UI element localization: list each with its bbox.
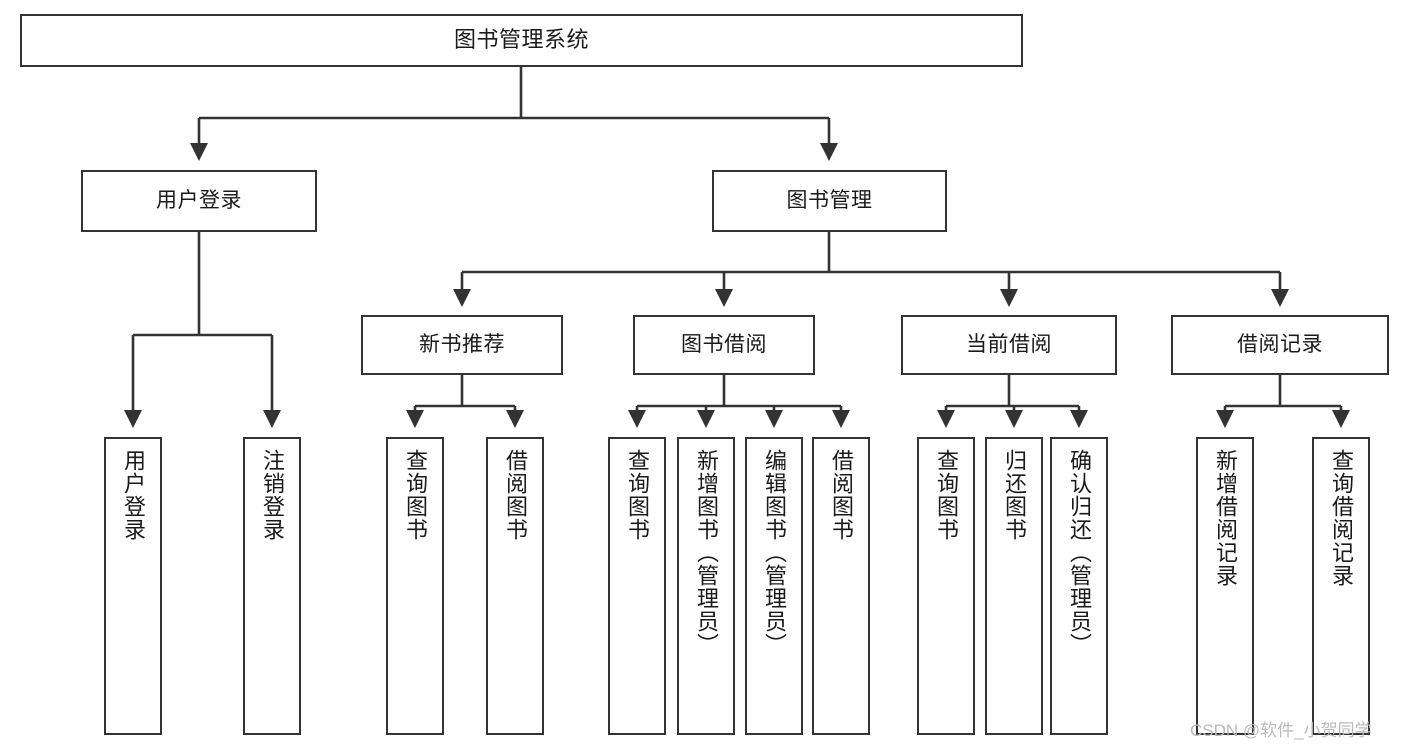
node-leaf-borrow-book[interactable]: 借阅图书 bbox=[812, 437, 870, 735]
node-leaf-add-book-label: 新增图书（管理员） bbox=[693, 449, 719, 656]
node-new-book-recommend-label: 新书推荐 bbox=[419, 333, 505, 357]
node-book-borrow-label: 图书借阅 bbox=[681, 333, 767, 357]
node-leaf-edit-book-label: 编辑图书（管理员） bbox=[761, 449, 787, 656]
node-leaf-borrow-book-recommend-label: 借阅图书 bbox=[502, 449, 528, 541]
node-user-login[interactable]: 用户登录 bbox=[81, 170, 317, 232]
node-leaf-query-book-recommend-label: 查询图书 bbox=[402, 449, 428, 541]
node-leaf-user-login[interactable]: 用户登录 bbox=[104, 437, 162, 735]
node-book-manage-label: 图书管理 bbox=[786, 189, 873, 213]
node-user-login-label: 用户登录 bbox=[156, 189, 242, 213]
node-leaf-borrow-book-label: 借阅图书 bbox=[828, 449, 854, 541]
node-leaf-edit-book[interactable]: 编辑图书（管理员） bbox=[745, 437, 803, 735]
csdn-watermark: CSDN @软件_小贺同学 bbox=[1190, 721, 1372, 740]
node-leaf-query-book-current-label: 查询图书 bbox=[933, 449, 959, 541]
node-leaf-logout-label: 注销登录 bbox=[259, 449, 285, 541]
node-leaf-query-book-borrow-label: 查询图书 bbox=[624, 449, 650, 541]
node-leaf-return-book[interactable]: 归还图书 bbox=[985, 437, 1043, 735]
node-book-borrow[interactable]: 图书借阅 bbox=[633, 315, 815, 375]
node-leaf-logout[interactable]: 注销登录 bbox=[243, 437, 301, 735]
node-leaf-return-book-label: 归还图书 bbox=[1001, 449, 1027, 541]
node-current-borrow[interactable]: 当前借阅 bbox=[901, 315, 1117, 375]
node-root-label: 图书管理系统 bbox=[453, 27, 589, 53]
node-leaf-borrow-book-recommend[interactable]: 借阅图书 bbox=[486, 437, 544, 735]
node-leaf-add-borrow-record-label: 新增借阅记录 bbox=[1212, 449, 1238, 587]
node-leaf-user-login-label: 用户登录 bbox=[120, 449, 146, 541]
node-leaf-add-borrow-record[interactable]: 新增借阅记录 bbox=[1196, 437, 1254, 735]
node-leaf-query-book-recommend[interactable]: 查询图书 bbox=[386, 437, 444, 735]
node-current-borrow-label: 当前借阅 bbox=[966, 333, 1052, 357]
node-borrow-record-label: 借阅记录 bbox=[1237, 333, 1323, 357]
node-leaf-add-book[interactable]: 新增图书（管理员） bbox=[677, 437, 735, 735]
node-root[interactable]: 图书管理系统 bbox=[20, 14, 1023, 67]
node-book-manage[interactable]: 图书管理 bbox=[712, 170, 947, 232]
node-leaf-confirm-return[interactable]: 确认归还（管理员） bbox=[1050, 437, 1108, 735]
node-leaf-query-book-current[interactable]: 查询图书 bbox=[917, 437, 975, 735]
node-leaf-query-borrow-record-label: 查询借阅记录 bbox=[1328, 449, 1354, 587]
node-leaf-query-borrow-record[interactable]: 查询借阅记录 bbox=[1312, 437, 1370, 735]
node-borrow-record[interactable]: 借阅记录 bbox=[1171, 315, 1389, 375]
node-new-book-recommend[interactable]: 新书推荐 bbox=[361, 315, 563, 375]
node-leaf-confirm-return-label: 确认归还（管理员） bbox=[1066, 449, 1092, 656]
node-leaf-query-book-borrow[interactable]: 查询图书 bbox=[608, 437, 666, 735]
